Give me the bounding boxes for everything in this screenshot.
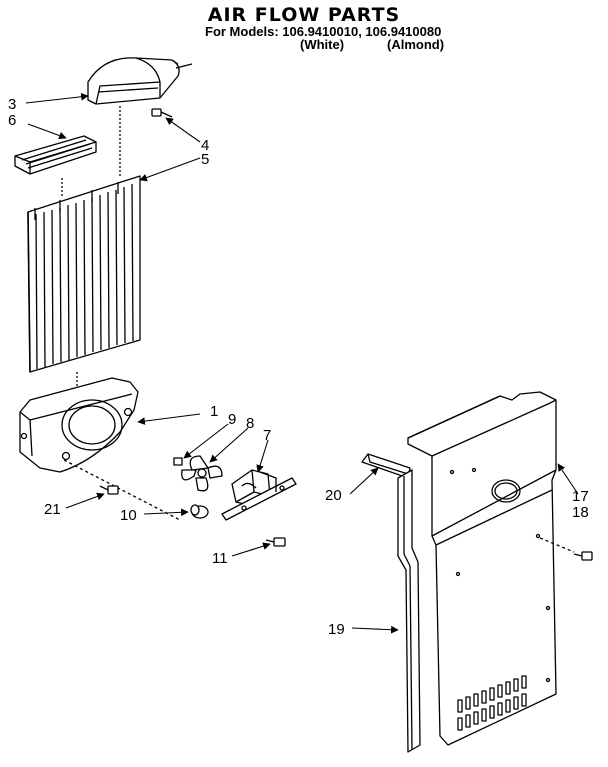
callout-11: 11 — [212, 550, 228, 567]
leader-9 — [183, 423, 229, 459]
part-screw-4 — [151, 108, 173, 118]
callout-19: 19 — [328, 621, 345, 638]
leader-3 — [25, 92, 89, 104]
leader-6 — [27, 123, 67, 140]
leader-10 — [143, 508, 189, 517]
page-title: AIR FLOW PARTS — [207, 4, 401, 26]
part-fan-motor — [221, 469, 297, 521]
leader-17 — [557, 463, 579, 495]
callout-10: 10 — [120, 507, 137, 524]
leader-11 — [231, 542, 271, 557]
callout-5: 5 — [201, 151, 209, 168]
leader-4 — [165, 117, 201, 143]
callout-8: 8 — [246, 415, 254, 432]
leader-lines — [25, 92, 579, 634]
callout-21: 21 — [44, 501, 61, 518]
callout-9: 9 — [228, 411, 236, 428]
part-evaporator-cover — [27, 104, 141, 392]
variant-white-label: (White) — [300, 37, 345, 52]
part-fan-shroud — [19, 377, 181, 521]
leader-1 — [137, 413, 201, 425]
callout-3: 3 — [8, 96, 16, 113]
variant-almond-label: (Almond) — [387, 37, 445, 52]
callout-20: 20 — [325, 487, 342, 504]
part-screw-21 — [99, 485, 119, 495]
part-duct-piece — [14, 135, 97, 175]
callout-17: 17 — [572, 488, 589, 505]
part-fan-blade — [181, 455, 223, 492]
part-channel-20 — [361, 453, 411, 479]
panel-vents — [457, 675, 527, 731]
callout-labels: 3 6 4 5 1 9 8 7 21 10 11 20 17 18 19 — [8, 96, 589, 638]
part-channel-19 — [397, 469, 421, 753]
callout-6: 6 — [8, 112, 16, 129]
leader-20 — [349, 467, 379, 495]
callout-7: 7 — [263, 427, 271, 444]
callout-18: 18 — [572, 504, 589, 521]
leader-5 — [139, 157, 201, 182]
leader-21 — [65, 492, 105, 509]
part-screw-18 — [539, 537, 593, 561]
part-fan-fitting — [173, 457, 183, 466]
part-air-duct-cover — [87, 57, 193, 105]
part-screw-11 — [265, 537, 286, 547]
leader-7 — [256, 439, 269, 473]
leader-19 — [351, 625, 399, 634]
callout-1: 1 — [210, 403, 218, 420]
callout-4: 4 — [201, 137, 209, 154]
part-grommet — [190, 504, 209, 519]
model-numbers: For Models: 106.9410010, 106.9410080 — [205, 24, 442, 39]
leader-8 — [209, 427, 249, 463]
part-freezer-rear-panel — [407, 391, 557, 746]
